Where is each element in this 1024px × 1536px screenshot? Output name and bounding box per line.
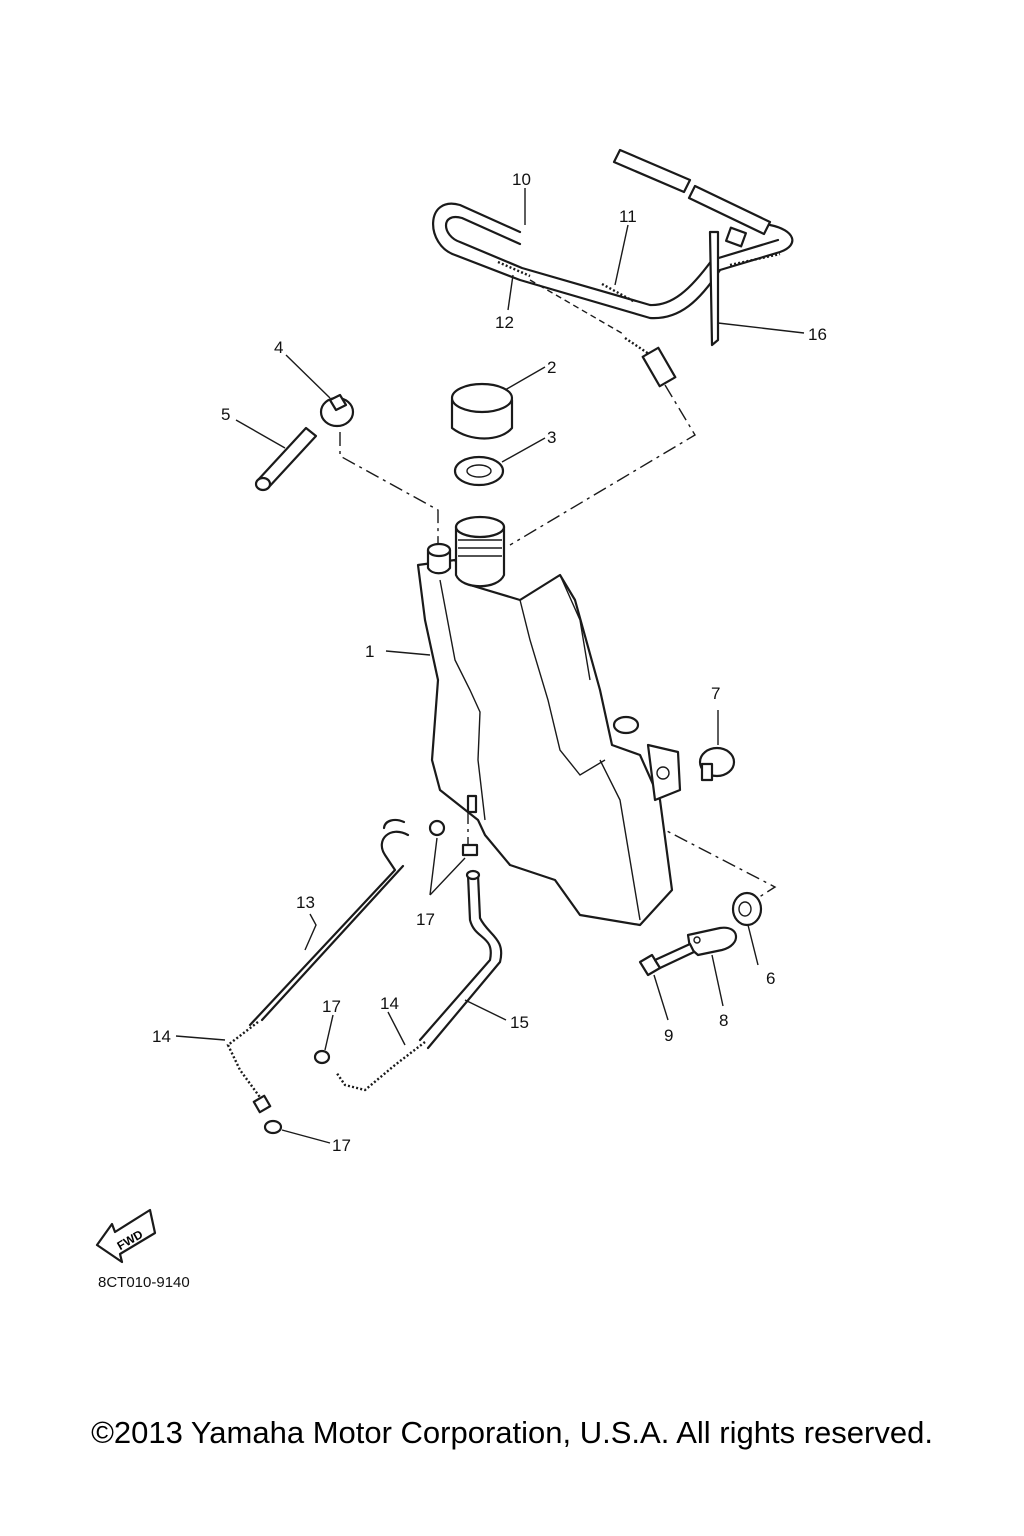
- fwd-arrow: FWD: [95, 1208, 157, 1264]
- cap-2-top: [450, 382, 514, 414]
- callout-5: 5: [221, 405, 230, 424]
- bracket-8: [686, 926, 738, 957]
- hose-12-dashed: [529, 279, 626, 336]
- callout-6: 6: [766, 969, 775, 988]
- callout-3: 3: [547, 428, 556, 447]
- callout-9: 9: [664, 1026, 673, 1045]
- callout-13: 13: [296, 893, 315, 912]
- clip-17-bottom: [263, 1119, 283, 1135]
- callout-8: 8: [719, 1011, 728, 1030]
- breather-hose-assembly: [432, 148, 794, 388]
- bolt-9-shank: [653, 942, 696, 970]
- cap-4-knob: [328, 393, 348, 412]
- hose-13-inner: [260, 864, 405, 1022]
- clamp-16: [708, 230, 720, 347]
- callout-12: 12: [495, 313, 514, 332]
- hose-end-fitting: [641, 346, 677, 388]
- callout-10: 10: [512, 170, 531, 189]
- callout-16: 16: [808, 325, 827, 344]
- radiator-cap-2: [450, 382, 514, 440]
- mount-hole: [656, 766, 670, 780]
- copyright-notice: ©2013 Yamaha Motor Corporation, U.S.A. A…: [91, 1415, 933, 1450]
- callout-2: 2: [547, 358, 556, 377]
- callout-17-mid: 17: [322, 997, 341, 1016]
- callout-4: 4: [274, 338, 283, 357]
- bolt-9: [638, 942, 696, 977]
- tank-edge: [439, 579, 486, 821]
- clip-17-top-a: [428, 819, 446, 837]
- callout-17-top: 17: [416, 910, 435, 929]
- clip-17-top-b: [461, 843, 479, 857]
- gasket-3: [453, 455, 505, 487]
- callout-14-left: 14: [152, 1027, 171, 1046]
- spring-12: [497, 260, 531, 278]
- tank-spout: [466, 794, 478, 814]
- damper-6-inner: [738, 901, 752, 917]
- tank-ridge-2: [559, 574, 591, 681]
- callout-7: 7: [711, 684, 720, 703]
- hose-13-tip: [252, 1094, 272, 1114]
- damper-6: [731, 891, 763, 927]
- hose-10-inner: [445, 215, 780, 307]
- spring-11: [601, 282, 636, 304]
- fwd-arrow-shape: [95, 1208, 157, 1264]
- bracket-8-body: [686, 926, 738, 957]
- callout-1: 1: [365, 642, 374, 661]
- leader-lines: [175, 188, 805, 1144]
- filler-neck-top: [454, 515, 506, 539]
- hose-15-end: [465, 869, 481, 881]
- assembly-line-cap4: [339, 432, 439, 545]
- gasket-3-inner: [466, 464, 492, 478]
- bracket-8-hole: [693, 936, 701, 944]
- callout-11: 11: [619, 207, 637, 226]
- diagram-code: 8CT010-9140: [98, 1274, 190, 1291]
- spring-14-left: [226, 1021, 263, 1101]
- hose-15: [418, 873, 492, 1042]
- clamp-16-tab: [724, 226, 748, 248]
- hose-10: [432, 202, 794, 320]
- callout-14-right: 14: [380, 994, 399, 1013]
- clip-17-mid: [313, 1049, 331, 1065]
- tank-nipple: [612, 715, 640, 735]
- clips-17: [263, 819, 479, 1135]
- hose-segment-top: [612, 148, 692, 194]
- cap-4-and-pipe-5: [254, 393, 355, 492]
- tank-body: [416, 558, 674, 927]
- grommet-7: [698, 746, 736, 782]
- spring-11b: [729, 252, 781, 267]
- hose-segment-mid: [687, 184, 772, 236]
- callout-15: 15: [510, 1013, 529, 1032]
- damper-6-outer: [731, 891, 763, 927]
- inlet-port-top: [426, 542, 452, 558]
- tank-side: [599, 759, 641, 921]
- filler-threads: [458, 539, 502, 557]
- hose-13-end: [382, 818, 406, 830]
- callout-17-bottom: 17: [332, 1136, 351, 1155]
- assembly-line-hose: [509, 384, 696, 546]
- gasket-3-outer: [453, 455, 505, 487]
- reservoir-tank-1: [416, 515, 682, 927]
- hose-15-inner: [426, 873, 503, 1050]
- grommet-7-stem: [700, 762, 714, 782]
- spring-14-right: [335, 1041, 426, 1092]
- tank-ridge: [519, 599, 606, 776]
- hose-13: [248, 830, 410, 1027]
- pipe-5-end: [254, 476, 272, 492]
- mount-tab: [646, 743, 682, 802]
